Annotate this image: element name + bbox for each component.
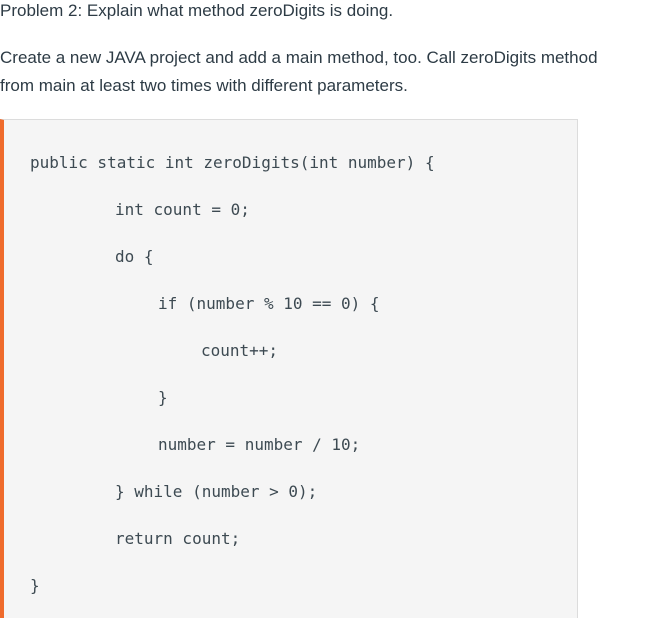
code-line-method-close: } xyxy=(30,576,40,595)
code-block: public static int zeroDigits(int number)… xyxy=(0,119,578,618)
code-line-do-open: do { xyxy=(115,247,154,266)
code-line-number-divide: number = number / 10; xyxy=(158,435,361,454)
instructions-line-1: Create a new JAVA project and add a main… xyxy=(0,48,598,67)
instructions-paragraph: Create a new JAVA project and add a main… xyxy=(0,44,669,100)
code-line-count-init: int count = 0; xyxy=(115,200,250,219)
code-line-if-close: } xyxy=(158,388,168,407)
code-line-return: return count; xyxy=(115,529,241,548)
code-line-count-increment: count++; xyxy=(201,341,279,360)
instructions-line-2: from main at least two times with differ… xyxy=(0,76,408,95)
code-line-if-condition: if (number % 10 == 0) { xyxy=(158,294,380,313)
code-line-while-condition: } while (number > 0); xyxy=(115,482,318,501)
problem-title: Problem 2: Explain what method zeroDigit… xyxy=(0,1,394,20)
code-line-method-signature: public static int zeroDigits(int number)… xyxy=(30,153,435,172)
